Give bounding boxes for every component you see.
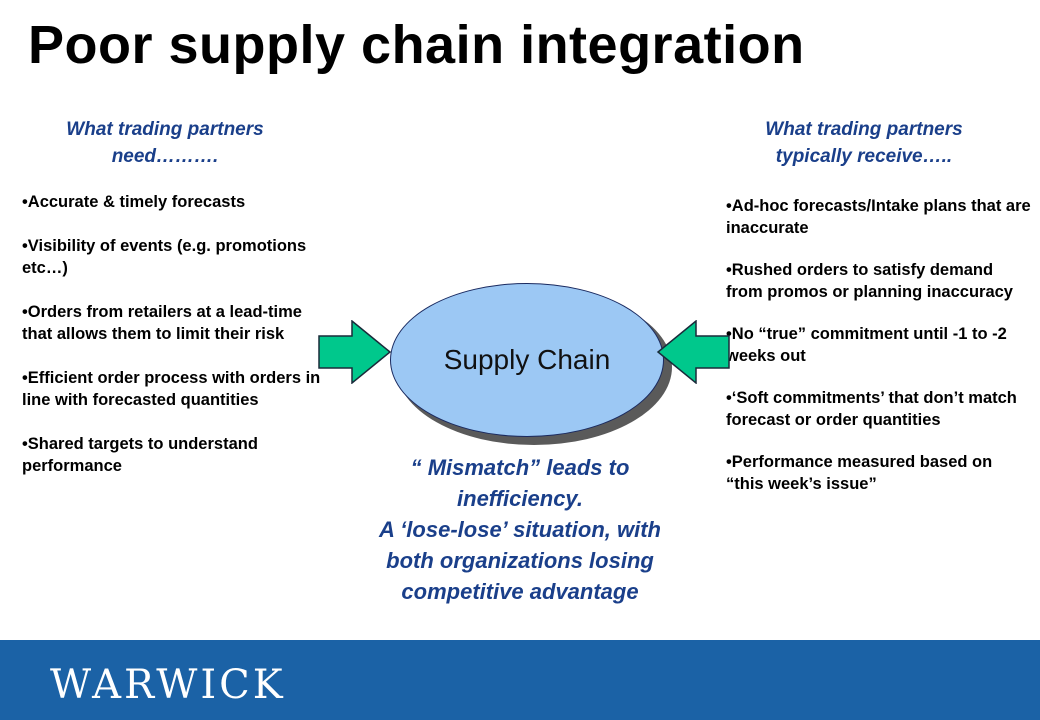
supply-chain-ellipse: Supply Chain (390, 283, 664, 437)
needs-list-item: Efficient order process with orders in l… (22, 367, 322, 411)
needs-list-item: Orders from retailers at a lead-time tha… (22, 301, 322, 345)
needs-list: Accurate & timely forecasts Visibility o… (22, 191, 322, 499)
right-pointing-arrow-icon (318, 320, 392, 384)
warwick-logo: WARWICK (50, 662, 286, 708)
mismatch-line: competitive advantage (401, 579, 639, 604)
receives-list-item: ‘Soft commitments’ that don’t match fore… (726, 387, 1032, 431)
needs-list-item: Accurate & timely forecasts (22, 191, 322, 213)
right-column-heading: What trading partners typically receive…… (716, 116, 1012, 170)
mismatch-line: A ‘lose-lose’ situation, with (379, 517, 661, 542)
mismatch-line: inefficiency. (457, 486, 583, 511)
right-heading-line-2: typically receive….. (775, 146, 953, 167)
receives-list-item: Ad-hoc forecasts/Intake plans that are i… (726, 195, 1032, 239)
page-title: Poor supply chain integration (28, 15, 805, 75)
receives-list-item: Rushed orders to satisfy demand from pro… (726, 259, 1032, 303)
left-pointing-arrow-icon (656, 320, 730, 384)
mismatch-line: both organizations losing (386, 548, 654, 573)
right-heading-line-1: What trading partners (765, 119, 963, 140)
left-column-heading: What trading partners need………. (24, 116, 306, 170)
needs-list-item: Visibility of events (e.g. promotions et… (22, 235, 322, 279)
receives-list: Ad-hoc forecasts/Intake plans that are i… (726, 195, 1032, 515)
receives-list-item: No “true” commitment until -1 to -2 week… (726, 323, 1032, 367)
needs-list-item: Shared targets to understand performance (22, 433, 322, 477)
left-heading-line-2: need………. (111, 146, 219, 167)
left-heading-line-1: What trading partners (66, 119, 264, 140)
footer-bar: WARWICK (0, 640, 1040, 720)
mismatch-line: “ Mismatch” leads to (410, 455, 630, 480)
receives-list-item: Performance measured based on “this week… (726, 451, 1032, 495)
supply-chain-label: Supply Chain (443, 344, 611, 375)
mismatch-statement: “ Mismatch” leads to inefficiency. A ‘lo… (320, 452, 720, 607)
